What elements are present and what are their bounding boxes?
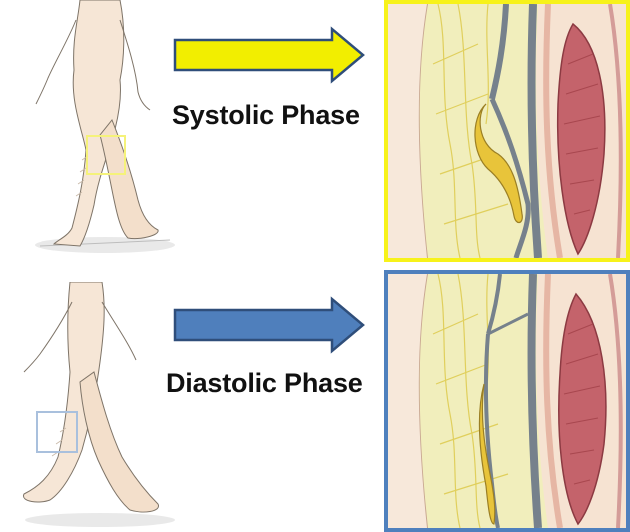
highlight-box-diastolic bbox=[36, 411, 78, 453]
systolic-detail-illustration bbox=[384, 0, 630, 262]
leg-figure-diastolic bbox=[10, 282, 180, 532]
diastolic-detail-illustration bbox=[384, 270, 630, 532]
leg-figure-systolic bbox=[20, 0, 180, 260]
diastolic-phase-label: Diastolic Phase bbox=[166, 368, 363, 398]
systolic-phase-label: Systolic Phase bbox=[172, 100, 360, 130]
right-arrow-systolic bbox=[172, 26, 367, 84]
right-arrow-diastolic bbox=[172, 296, 367, 354]
highlight-box-systolic bbox=[86, 135, 126, 175]
